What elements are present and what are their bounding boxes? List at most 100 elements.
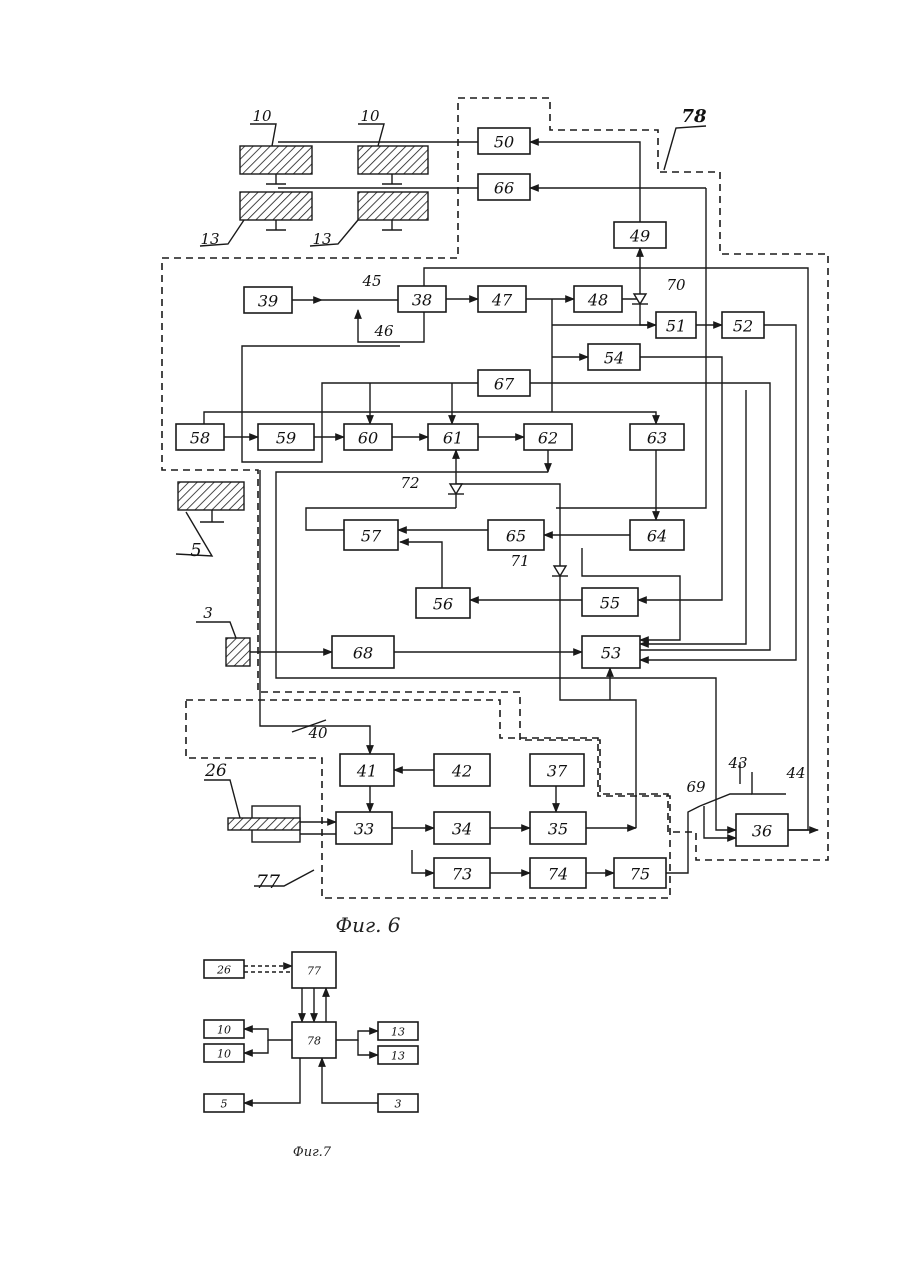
block-label: 3 — [395, 1098, 402, 1111]
block-68-b68: 68 — [332, 636, 394, 668]
block-label: 34 — [452, 820, 472, 839]
block-label: 39 — [258, 292, 278, 311]
block-55-b55: 55 — [582, 588, 638, 616]
block-label: 77 — [307, 965, 321, 978]
ref-78: 78 — [681, 106, 707, 127]
block-13-c13b: 13 — [378, 1046, 418, 1064]
block-66-b66: 66 — [478, 174, 530, 200]
block-label: 62 — [538, 429, 558, 448]
block-77-c77: 77 — [292, 952, 336, 988]
block-50-b50: 50 — [478, 128, 530, 154]
block-label: 48 — [587, 291, 608, 310]
block-13-c13a: 13 — [378, 1022, 418, 1040]
block-label: 73 — [452, 865, 472, 884]
block-label: 68 — [353, 644, 373, 663]
ref-3: 3 — [203, 604, 213, 622]
electrode-assembly-13-right — [358, 192, 428, 230]
block-49-b49: 49 — [614, 222, 666, 248]
block-58-b58: 58 — [176, 424, 224, 450]
block-label: 42 — [451, 762, 472, 781]
block-38-b38: 38 — [398, 286, 446, 312]
block-label: 52 — [733, 317, 753, 336]
electrode-assembly-13-left — [240, 192, 312, 230]
block-label: 74 — [548, 865, 568, 884]
block-label: 57 — [361, 527, 382, 546]
ref-71: 71 — [510, 552, 529, 570]
block-label: 10 — [217, 1048, 231, 1061]
block-label: 60 — [358, 429, 378, 448]
ref-10-left: 10 — [252, 107, 272, 125]
block-label: 5 — [221, 1098, 228, 1111]
ref-44: 44 — [785, 764, 805, 782]
block-26-c26: 26 — [204, 960, 244, 978]
enclosure-77 — [186, 700, 670, 898]
block-label: 56 — [433, 595, 453, 614]
connections — [204, 142, 818, 873]
block-42-b42: 42 — [434, 754, 490, 786]
block-label: 78 — [307, 1035, 321, 1048]
block-39-b39: 39 — [244, 287, 292, 313]
block-label: 10 — [217, 1024, 231, 1037]
electrode-assembly-10-right — [358, 146, 428, 184]
block-60-b60: 60 — [344, 424, 392, 450]
block-10-c10a: 10 — [204, 1020, 244, 1038]
block-78-c78: 78 — [292, 1022, 336, 1058]
block-51-b51: 51 — [656, 312, 696, 338]
block-label: 55 — [600, 594, 620, 613]
block-label: 13 — [391, 1050, 405, 1063]
block-53-b53: 53 — [582, 636, 640, 668]
block-label: 50 — [494, 133, 514, 152]
block-label: 35 — [548, 820, 568, 839]
ref-45: 45 — [361, 272, 381, 290]
ref-26: 26 — [204, 761, 227, 781]
figure-7-caption: Фиг.7 — [293, 1145, 332, 1160]
block-label: 54 — [604, 349, 624, 368]
block-67-b67: 67 — [478, 370, 530, 396]
ref-70: 70 — [666, 276, 686, 294]
ref-43: 43 — [727, 754, 747, 772]
block-33-b33: 33 — [336, 812, 392, 844]
block-57-b57: 57 — [344, 520, 398, 550]
block-48-b48: 48 — [574, 286, 622, 312]
block-label: 26 — [216, 964, 231, 977]
ref-77: 77 — [256, 871, 281, 893]
ref-69: 69 — [686, 778, 706, 796]
block-74-b74: 74 — [530, 858, 586, 888]
block-label: 58 — [190, 429, 210, 448]
block-label: 67 — [494, 375, 515, 394]
ref-5: 5 — [190, 540, 201, 561]
ref-46: 46 — [373, 322, 394, 340]
diode-71 — [552, 566, 568, 576]
block-label: 51 — [666, 317, 686, 336]
block-35-b35: 35 — [530, 812, 586, 844]
block-37-b37: 37 — [530, 754, 584, 786]
block-label: 41 — [356, 762, 377, 781]
block-label: 65 — [506, 527, 526, 546]
block-10-c10b: 10 — [204, 1044, 244, 1062]
block-73-b73: 73 — [434, 858, 490, 888]
block-label: 33 — [354, 820, 374, 839]
block-label: 64 — [647, 527, 667, 546]
ref-13-left: 13 — [200, 230, 219, 248]
block-75-b75: 75 — [614, 858, 666, 888]
diode-72 — [448, 484, 464, 494]
block-36-b36: 36 — [736, 814, 788, 846]
block-54-b54: 54 — [588, 344, 640, 370]
block-label: 66 — [494, 179, 514, 198]
block-65-b65: 65 — [488, 520, 544, 550]
block-59-b59: 59 — [258, 424, 314, 450]
block-label: 36 — [752, 822, 772, 841]
block-41-b41: 41 — [340, 754, 394, 786]
block-label: 59 — [276, 429, 296, 448]
block-5-c5: 5 — [204, 1094, 244, 1112]
block-61-b61: 61 — [428, 424, 478, 450]
block-label: 53 — [601, 644, 621, 663]
ref-10-right: 10 — [360, 107, 380, 125]
block-label: 47 — [491, 291, 513, 310]
block-64-b64: 64 — [630, 520, 684, 550]
block-label: 38 — [412, 291, 432, 310]
block-label: 49 — [629, 227, 650, 246]
ref-72: 72 — [400, 474, 419, 492]
